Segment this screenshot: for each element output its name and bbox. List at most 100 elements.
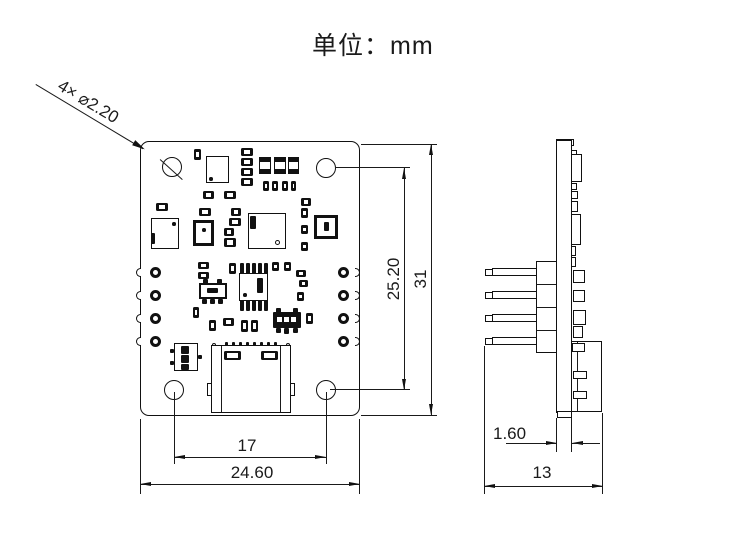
dimension-line <box>483 486 603 488</box>
side-component <box>571 183 577 190</box>
dim-label-board-height: 31 <box>411 269 430 289</box>
usb-side-tab <box>207 383 212 396</box>
extension-line <box>173 392 175 464</box>
castellation <box>355 314 360 323</box>
smd-component <box>224 228 234 236</box>
ic-pin <box>264 263 268 274</box>
side-component <box>571 257 576 267</box>
smd-component <box>223 318 234 326</box>
ic-pin <box>252 300 256 311</box>
smd-component <box>274 157 286 174</box>
smd-component <box>156 203 168 211</box>
pcb-pad <box>338 267 349 278</box>
smd-component <box>199 208 211 216</box>
pin-header-segment-line <box>537 284 556 286</box>
ic-pin <box>218 299 223 304</box>
extension-line <box>571 418 573 452</box>
pin-header-segment-line <box>537 307 556 309</box>
ic-pin <box>246 263 250 274</box>
ic-pin <box>284 328 289 334</box>
pin-mark <box>207 288 218 293</box>
castellation <box>355 291 360 300</box>
header-pin <box>492 268 537 276</box>
dimension-line <box>403 168 405 390</box>
dim-label-board-thickness: 1.60 <box>493 424 527 443</box>
smd-component <box>194 149 201 160</box>
usb-shell-line <box>280 346 282 412</box>
smd-component <box>229 263 236 274</box>
smd-component <box>259 157 271 174</box>
ic-pin <box>170 361 174 365</box>
smd-component <box>193 307 199 318</box>
dimension-arrow <box>483 484 495 489</box>
side-view-board <box>556 140 572 413</box>
usb-latch <box>261 351 278 360</box>
smd-component <box>301 242 308 251</box>
usb-side-detail <box>573 391 587 399</box>
smd-component <box>272 262 279 271</box>
ic-pin <box>240 300 244 311</box>
ic-pin <box>198 355 202 359</box>
side-component <box>571 201 578 212</box>
smd-component <box>209 320 216 331</box>
extension-line <box>483 346 485 494</box>
pcb-pad <box>150 290 161 301</box>
header-pin-tip <box>485 315 493 322</box>
pin-mark <box>324 222 329 231</box>
extension-line <box>325 392 327 464</box>
pcb-pad <box>150 336 161 347</box>
header-pin-tip <box>485 292 493 299</box>
smd-component <box>241 320 248 332</box>
dimension-arrow <box>401 379 406 390</box>
usb-latch <box>224 351 241 360</box>
jumper-pad <box>284 317 289 322</box>
dimension-line <box>140 484 360 486</box>
smd-component <box>296 270 306 277</box>
ic-pin <box>252 263 256 274</box>
ic-pin <box>264 300 268 311</box>
ic-pin <box>258 300 262 311</box>
extension-line <box>336 167 410 169</box>
pcb-pad <box>338 290 349 301</box>
dim-label-board-width: 24.60 <box>230 463 274 482</box>
pin1-dot <box>202 228 206 232</box>
pin-mark <box>181 355 189 363</box>
smd-component <box>301 208 308 218</box>
extension-line <box>601 413 603 494</box>
dimension-line <box>174 456 326 458</box>
castellation <box>136 268 141 277</box>
header-pin <box>492 314 537 322</box>
ic-pin <box>293 328 298 333</box>
dimension-arrow <box>591 484 603 489</box>
dim-label-hole-spacing-horizontal: 17 <box>237 436 257 455</box>
pin-header-segment-line <box>537 330 556 332</box>
smd-component <box>229 218 241 226</box>
dimension-arrow <box>174 454 185 459</box>
mounting-hole-top-left <box>162 157 182 177</box>
side-component <box>573 326 583 338</box>
smd-component <box>301 198 311 206</box>
dimension-arrow <box>428 144 433 155</box>
jumper-pad <box>277 317 282 322</box>
pin1-dot <box>209 177 213 181</box>
side-component <box>571 191 578 199</box>
ic-pin <box>217 279 222 284</box>
dimension-line <box>572 442 600 444</box>
ic-pin <box>246 300 250 311</box>
pin1-dot <box>172 222 176 226</box>
header-pin <box>492 337 537 345</box>
pin-mark <box>257 278 263 293</box>
header-pin <box>492 291 537 299</box>
smd-component <box>241 178 253 186</box>
ic-pin <box>203 279 208 284</box>
dim-label-overall-depth: 13 <box>532 463 552 482</box>
drawing-title: 单位：mm <box>312 32 434 60</box>
smd-component <box>282 181 288 191</box>
ic-pin <box>202 299 207 304</box>
smd-component <box>288 157 299 174</box>
side-component <box>573 310 586 325</box>
smd-component <box>251 320 258 332</box>
ic-pin <box>276 328 281 333</box>
pin1-dot <box>243 293 247 297</box>
mounting-hole-top-right <box>316 158 336 178</box>
